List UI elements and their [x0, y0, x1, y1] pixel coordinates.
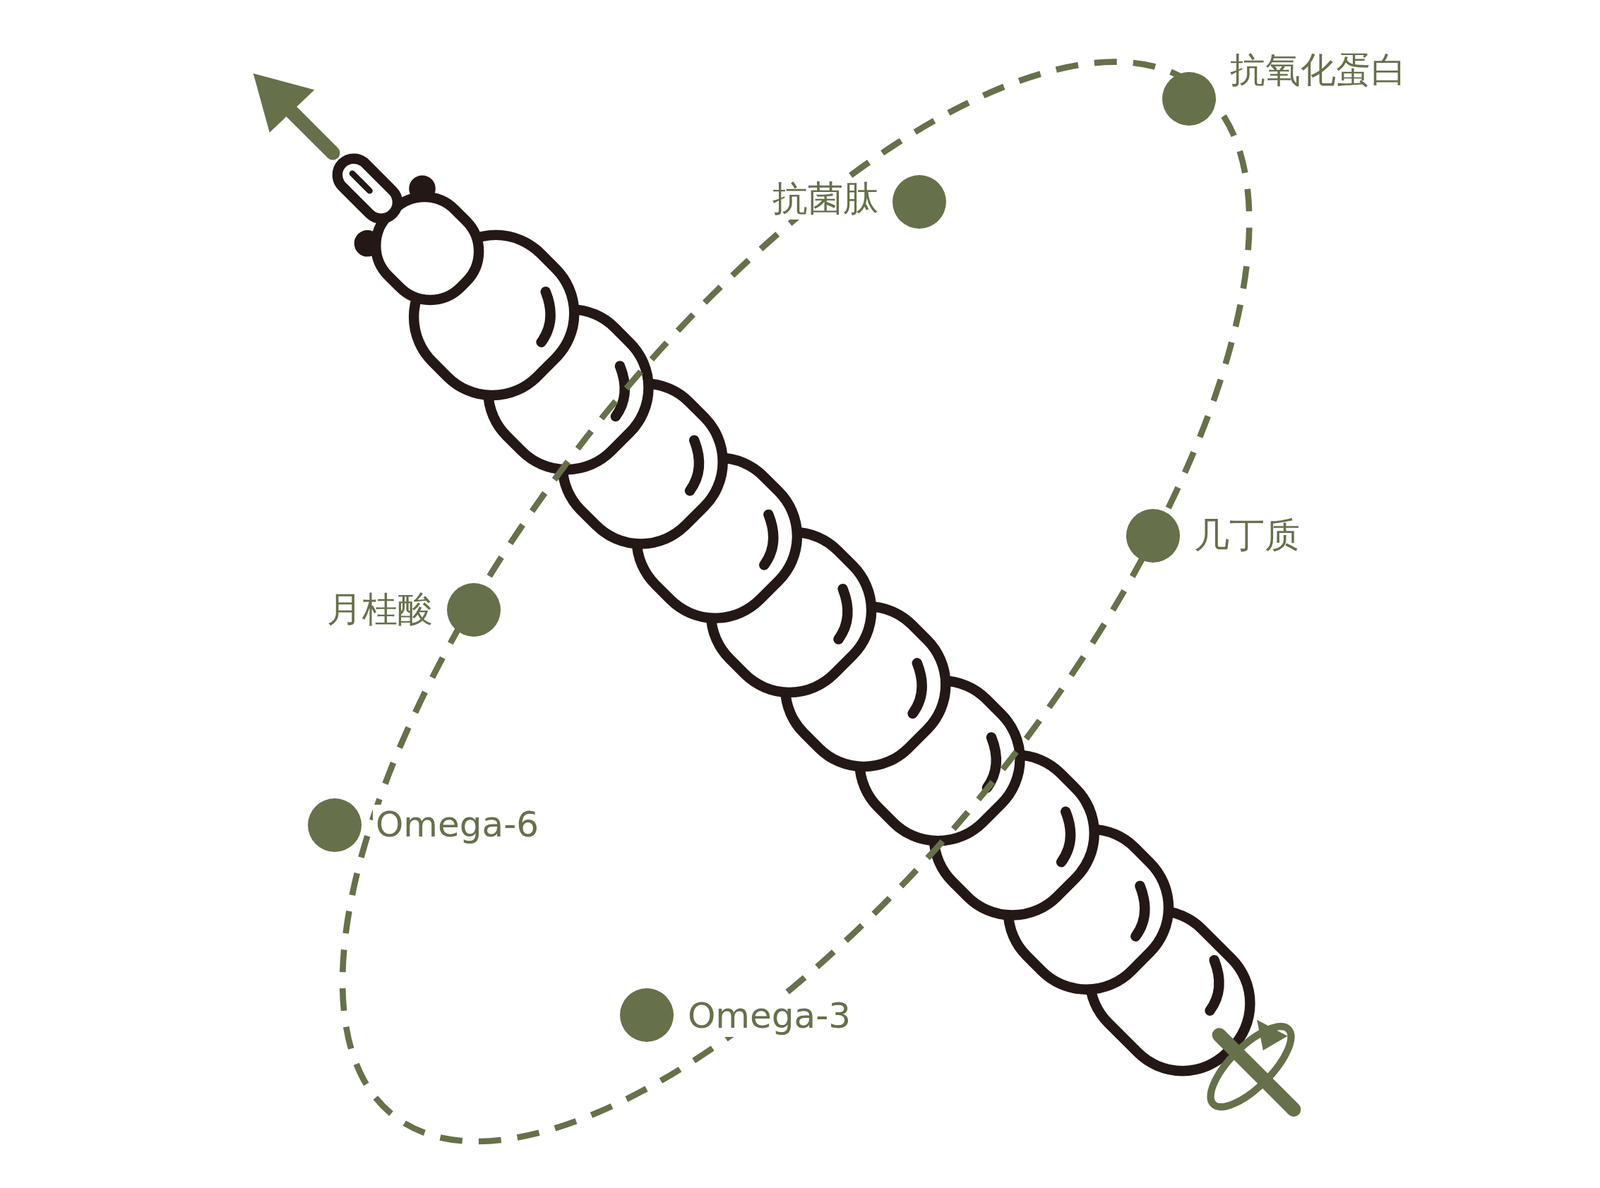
direction-arrow	[253, 73, 334, 154]
larva-mouthpart	[330, 151, 404, 226]
segment-highlight	[889, 663, 941, 714]
nutrient-dot: 抗菌肽	[892, 175, 947, 229]
segment-highlight	[1186, 960, 1238, 1012]
orbit-path	[184, 0, 1408, 1188]
nutrient-label: Omega-6	[372, 804, 542, 846]
nutrient-dot: Omega-3	[619, 988, 674, 1043]
rotation-symbol	[1198, 1015, 1303, 1120]
segment-highlight	[741, 514, 793, 566]
segment-highlight	[1112, 886, 1164, 937]
nutrient-dot: Omega-6	[307, 798, 362, 853]
larva-eye	[410, 177, 435, 201]
segment-highlight	[815, 588, 867, 640]
segment-highlight	[518, 291, 570, 343]
nutrient-dot: 抗氧化蛋白	[1162, 72, 1216, 126]
nutrient-label: 几丁质	[1191, 515, 1303, 557]
nutrient-dot: 几丁质	[1126, 509, 1180, 563]
nutrient-dot: 月桂酸	[446, 583, 501, 637]
segment-highlight	[666, 440, 718, 492]
nutrient-label: 抗氧化蛋白	[1227, 50, 1410, 92]
nutrient-label: 抗菌肽	[769, 178, 882, 220]
segment-highlight	[1037, 812, 1089, 863]
mouthpart-line	[352, 173, 370, 192]
nutrient-label: 月桂酸	[324, 589, 436, 631]
nutrient-label: Omega-3	[684, 996, 854, 1038]
larva-eye	[355, 231, 380, 255]
